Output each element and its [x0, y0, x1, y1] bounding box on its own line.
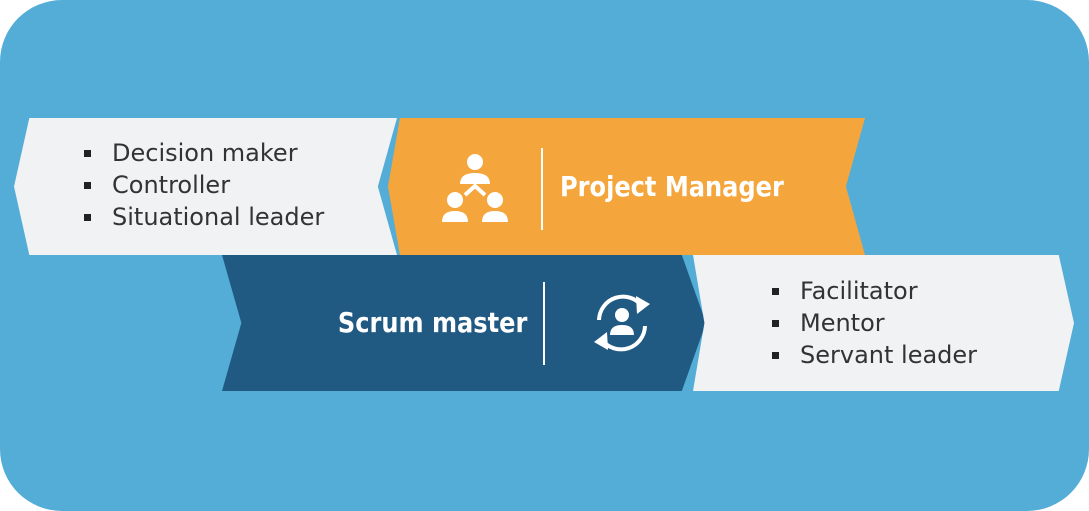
- trait-item: Situational leader: [84, 201, 324, 233]
- team-hierarchy-icon: [442, 154, 508, 222]
- trait-item: Mentor: [772, 307, 977, 339]
- trait-item: Decision maker: [84, 137, 324, 169]
- scrum-master-traits-list: Facilitator Mentor Servant leader: [772, 275, 977, 371]
- scrum-master-divider: [543, 282, 545, 365]
- trait-item: Controller: [84, 169, 324, 201]
- project-manager-title: Project Manager: [560, 170, 784, 203]
- scrum-master-band: [222, 255, 706, 391]
- trait-item: Servant leader: [772, 339, 977, 371]
- cycle-person-icon: [594, 294, 650, 352]
- scrum-master-title: Scrum master: [337, 306, 527, 339]
- project-manager-divider: [541, 148, 543, 230]
- project-manager-traits-list: Decision maker Controller Situational le…: [84, 137, 324, 233]
- project-manager-traits-box: [14, 118, 397, 255]
- trait-item: Facilitator: [772, 275, 977, 307]
- project-manager-band: [388, 118, 865, 255]
- scrum-master-traits-box: [693, 255, 1074, 391]
